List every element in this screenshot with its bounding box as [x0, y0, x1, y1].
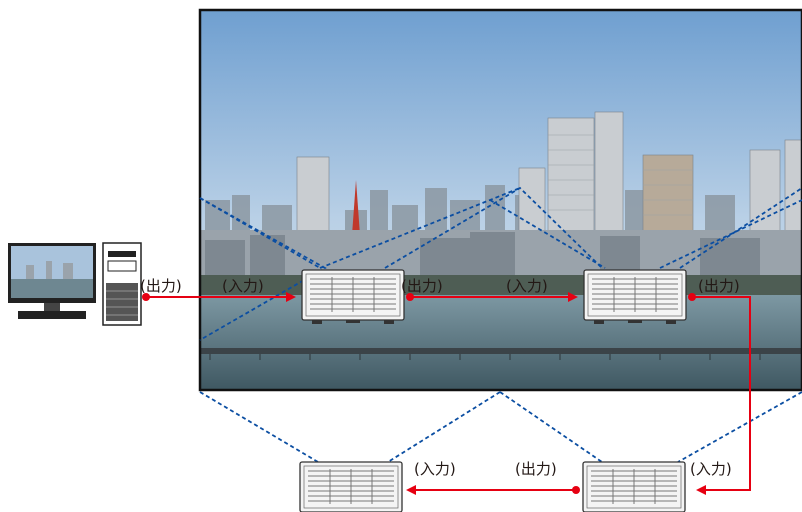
projector4-input-label: (入力) [690, 460, 732, 478]
projector2-output-label: (出力) [698, 277, 740, 295]
projection-screen [198, 8, 802, 392]
port-labels: (出力) (入力) (出力) (入力) (出力) (入力) (出力) (入力) [140, 277, 740, 478]
signal-connections [146, 292, 751, 495]
projector1-input-label: (入力) [222, 277, 264, 295]
projection-area-outlines [199, 186, 802, 463]
projector-icon [299, 461, 403, 512]
computer-output-label: (出力) [140, 277, 182, 295]
projector-icon [583, 269, 687, 325]
desktop-computer-icon [8, 242, 142, 326]
projector3-input-label: (入力) [414, 460, 456, 478]
projector4-output-label: (出力) [515, 460, 557, 478]
projector-icon [582, 461, 686, 512]
projector2-input-label: (入力) [506, 277, 548, 295]
projector-icon [301, 269, 405, 325]
projector1-output-label: (出力) [401, 277, 443, 295]
connection-dots [142, 293, 696, 494]
